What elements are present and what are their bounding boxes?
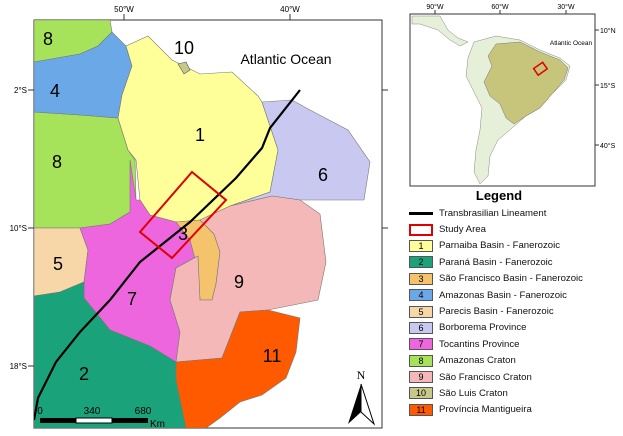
legend-swatch: 1: [409, 239, 433, 252]
north-arrow-icon: N: [348, 368, 376, 426]
region-number: 3: [178, 224, 188, 244]
scale-segment: [40, 418, 76, 423]
legend-swatch: 6: [409, 321, 433, 334]
region-number: 8: [52, 152, 62, 172]
legend-label: Borborema Province: [439, 322, 527, 334]
legend-swatch: 10: [409, 387, 433, 400]
legend-item: 7 Tocantins Province: [409, 336, 621, 352]
region-parana-basin: [34, 281, 187, 428]
legend-swatch: 2: [409, 256, 433, 269]
region-sao-luis-craton: [177, 61, 191, 75]
legend-item-study-area: Study Area: [409, 221, 621, 237]
inset-lon-label: 90°W: [426, 3, 444, 11]
inset-lat-label: 40°S: [600, 142, 616, 150]
legend-label: Amazonas Craton: [439, 355, 516, 367]
inset-lat-label: 10°N: [600, 27, 616, 35]
region-number: 2: [79, 364, 89, 384]
scale-bar: 0 340 680 Km: [37, 406, 165, 430]
legend-label: São Luis Craton: [439, 387, 508, 399]
region-mantiqueira-province: [175, 309, 301, 428]
legend-label: Parnaiba Basin - Fanerozoic: [439, 240, 561, 252]
legend-item: 4 Amazonas Basin - Fanerozoic: [409, 287, 621, 303]
legend-label: Parecis Basin - Fanerozoic: [439, 306, 554, 318]
inset-lat-label: 15°S: [600, 82, 616, 90]
legend-swatch: 3: [409, 272, 433, 285]
lat-label-10s: 10°S: [10, 224, 27, 233]
legend-label: São Francisco Basin - Fanerozoic: [439, 273, 583, 285]
inset-land-central-america: [411, 15, 469, 47]
legend-item: 5 Parecis Basin - Fanerozoic: [409, 303, 621, 319]
legend-item: 11 Província Mantigueira: [409, 402, 621, 418]
legend-item: 1 Parnaiba Basin - Fanerozoic: [409, 238, 621, 254]
inset-ocean-label: Atlantic Ocean: [550, 40, 593, 47]
scale-tick-label: 0: [37, 406, 43, 417]
legend-label: Província Mantigueira: [439, 404, 532, 416]
lineament-swatch: [409, 211, 433, 215]
legend-swatch: 4: [409, 289, 433, 302]
legend: Legend Transbrasilian Lineament Study Ar…: [409, 188, 621, 418]
inset-map: Atlantic Ocean 90°W 60°W 30°W 10°N 15°S …: [409, 3, 616, 187]
inset-lon-label: 60°W: [491, 3, 509, 11]
main-map: 50°W 40°W 2°S 10°S 18°S Atlantic Ocean 8…: [10, 5, 388, 430]
region-number: 11: [263, 346, 282, 366]
scale-tick-label: 680: [135, 406, 152, 417]
legend-label: Tocantins Province: [439, 338, 520, 350]
region-borborema-province: [229, 99, 371, 207]
legend-swatch: 5: [409, 305, 433, 318]
region-number: 10: [174, 38, 194, 58]
region-number: 5: [53, 254, 63, 274]
lon-label-50w: 50°W: [114, 5, 134, 14]
legend-swatch: 9: [409, 371, 433, 384]
scale-unit: Km: [150, 419, 165, 430]
region-number: 4: [50, 81, 60, 101]
scale-tick-label: 340: [84, 406, 101, 417]
north-label: N: [357, 368, 366, 382]
region-number: 8: [43, 29, 53, 49]
legend-item: 2 Paraná Basin - Fanerozoic: [409, 254, 621, 270]
legend-label: São Francisco Craton: [439, 371, 532, 383]
inset-lon-label: 30°W: [557, 3, 575, 11]
region-number: 6: [318, 165, 328, 185]
inset-study-area: [532, 61, 549, 77]
lat-label-2s: 2°S: [14, 86, 27, 95]
ocean-label: Atlantic Ocean: [240, 51, 331, 67]
legend-item: 9 São Francisco Craton: [409, 369, 621, 385]
legend-item: 6 Borborema Province: [409, 320, 621, 336]
transbrasilian-lineament: [34, 89, 301, 421]
legend-item-lineament: Transbrasilian Lineament: [409, 205, 621, 221]
legend-title: Legend: [475, 188, 523, 203]
study-area-swatch: [409, 223, 433, 236]
scale-segment: [112, 418, 148, 423]
legend-label: Study Area: [439, 224, 486, 236]
study-area-box: [138, 170, 228, 260]
legend-swatch: 11: [409, 403, 433, 416]
legend-item: 3 São Francisco Basin - Fanerozoic: [409, 271, 621, 287]
legend-swatch: 8: [409, 354, 433, 367]
inset-brazil: [483, 41, 569, 125]
legend-swatch: 7: [409, 338, 433, 351]
legend-item: 8 Amazonas Craton: [409, 353, 621, 369]
lon-label-40w: 40°W: [280, 5, 300, 14]
legend-label: Amazonas Basin - Fanerozoic: [439, 289, 567, 301]
scale-segment: [75, 417, 113, 424]
legend-item: 10 São Luis Craton: [409, 385, 621, 401]
legend-label: Paraná Basin - Fanerozoic: [439, 256, 553, 268]
region-number: 7: [127, 289, 137, 309]
region-number: 9: [234, 272, 244, 292]
legend-label: Transbrasilian Lineament: [439, 207, 547, 219]
region-number: 1: [195, 125, 205, 145]
lat-label-18s: 18°S: [10, 362, 27, 371]
